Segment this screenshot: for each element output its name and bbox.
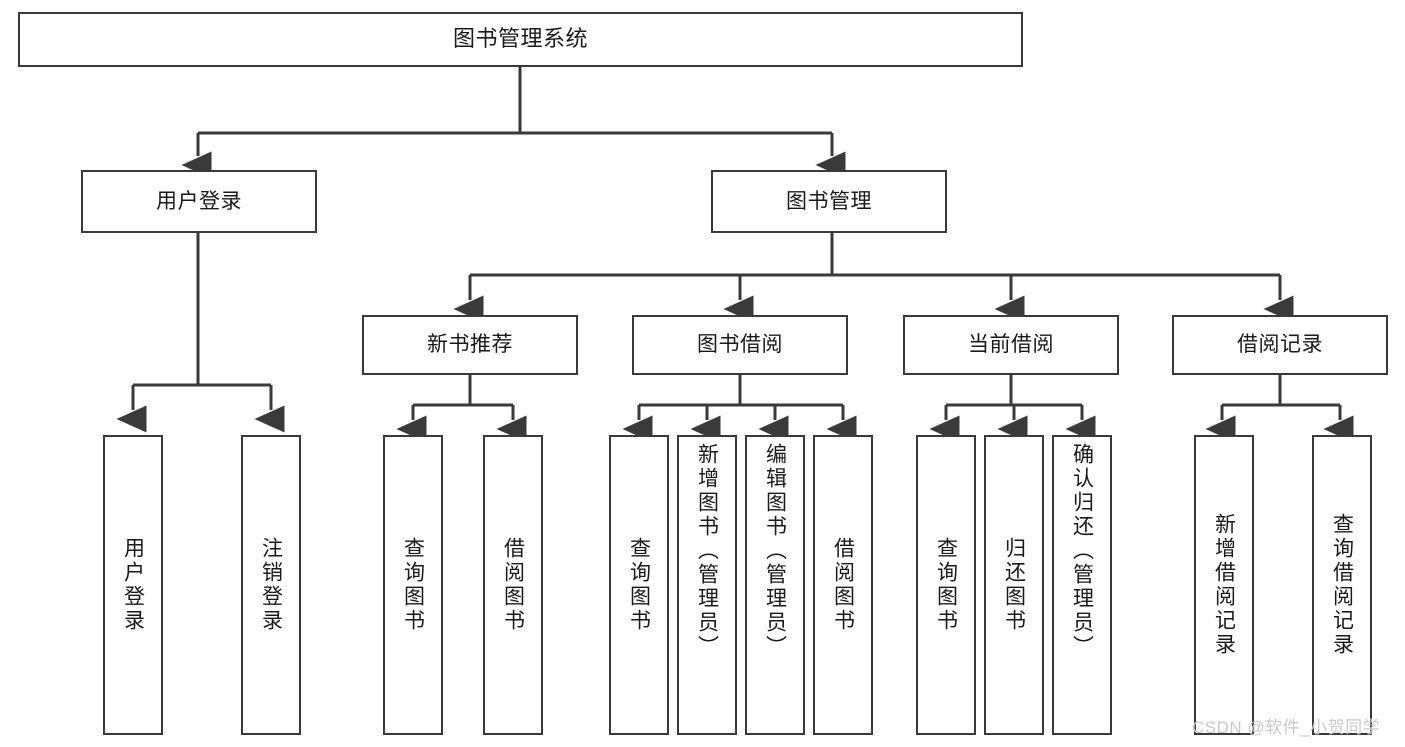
node-new-book-recommend[interactable]: 新书推荐 (362, 315, 578, 375)
leaf-book-borrow-query-book[interactable]: 查询图书 (609, 435, 669, 735)
node-label: 查询图书 (934, 537, 958, 633)
node-label: 新增借阅记录 (1212, 513, 1236, 657)
node-label: 图书借阅 (697, 333, 783, 357)
node-label: 用户登录 (121, 537, 145, 633)
node-label: 借阅记录 (1237, 333, 1323, 357)
node-book-borrow[interactable]: 图书借阅 (632, 315, 848, 375)
node-label: 图书管理系统 (452, 26, 588, 52)
node-label: 归还图书 (1002, 537, 1026, 633)
leaf-user-login-login[interactable]: 用户登录 (103, 435, 163, 735)
leaf-current-borrow-query-book[interactable]: 查询图书 (916, 435, 976, 735)
node-label: 当前借阅 (968, 333, 1054, 357)
node-label: 新书推荐 (427, 333, 513, 357)
node-book-management[interactable]: 图书管理 (711, 170, 947, 233)
leaf-book-borrow-add-book-admin[interactable]: 新增图书（管理员） (677, 435, 737, 735)
csdn-watermark: CSDN @软件_小贺同学 (1192, 718, 1381, 737)
leaf-current-borrow-return-book[interactable]: 归还图书 (984, 435, 1044, 735)
node-label: 图书管理 (786, 189, 872, 213)
leaf-borrow-record-add-record[interactable]: 新增借阅记录 (1194, 435, 1254, 735)
node-label: 查询图书 (627, 537, 651, 633)
node-label: 用户登录 (156, 189, 242, 213)
leaf-user-login-logout[interactable]: 注销登录 (241, 435, 301, 735)
leaf-borrow-record-query-record[interactable]: 查询借阅记录 (1312, 435, 1372, 735)
node-label: 借阅图书 (831, 537, 855, 633)
node-user-login[interactable]: 用户登录 (81, 170, 317, 233)
node-label: 查询借阅记录 (1330, 513, 1354, 657)
node-label: 查询图书 (401, 537, 425, 633)
leaf-book-borrow-borrow-book[interactable]: 借阅图书 (813, 435, 873, 735)
node-root-book-management-system[interactable]: 图书管理系统 (18, 12, 1023, 67)
leaf-current-borrow-confirm-return-admin[interactable]: 确认归还（管理员） (1052, 435, 1112, 735)
node-current-borrow[interactable]: 当前借阅 (903, 315, 1119, 375)
leaf-new-book-query-book[interactable]: 查询图书 (383, 435, 443, 735)
leaf-new-book-borrow-book[interactable]: 借阅图书 (483, 435, 543, 735)
node-label: 借阅图书 (501, 537, 525, 633)
node-label: 注销登录 (259, 537, 283, 633)
leaf-book-borrow-edit-book-admin[interactable]: 编辑图书（管理员） (745, 435, 805, 735)
node-label: 确认归还（管理员） (1070, 443, 1094, 659)
node-label: 新增图书（管理员） (695, 443, 719, 659)
node-label: 编辑图书（管理员） (763, 443, 787, 659)
node-borrow-record[interactable]: 借阅记录 (1172, 315, 1388, 375)
